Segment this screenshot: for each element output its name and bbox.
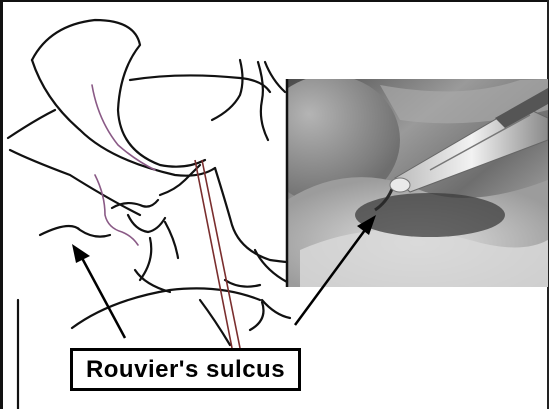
vessel-lines	[92, 85, 155, 245]
laparoscopic-photo	[260, 75, 548, 287]
pointer-line	[195, 160, 240, 348]
sulcus-label-box: Rouvier's sulcus	[70, 348, 301, 391]
sulcus-label: Rouvier's sulcus	[86, 356, 285, 384]
arrow-left	[72, 244, 125, 338]
